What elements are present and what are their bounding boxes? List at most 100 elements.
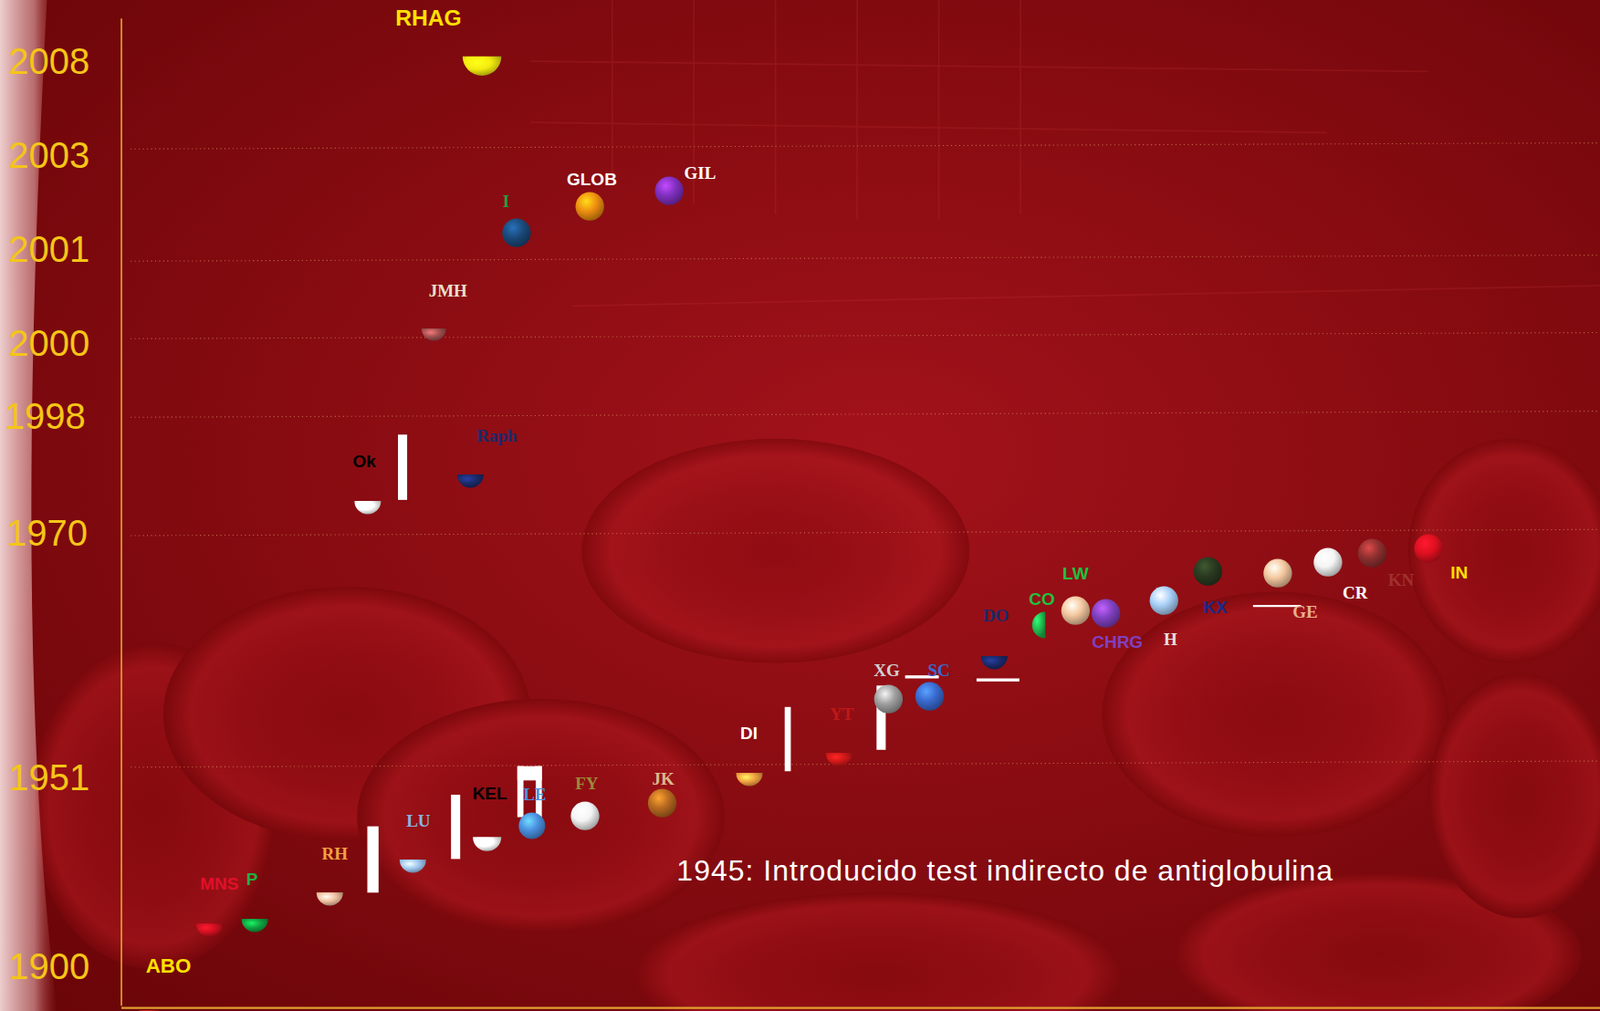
system-label: JMH (428, 281, 468, 301)
period-bars (366, 434, 1301, 893)
system-ball (196, 909, 223, 937)
ball-shape (518, 813, 545, 840)
blood-group-system: XG (873, 660, 900, 680)
blood-group-system: Raph (476, 427, 517, 447)
system-ball (575, 191, 605, 220)
system-label: CHRG (1091, 633, 1143, 653)
system-label: KEL (472, 784, 508, 804)
blood-group-system: MNS (199, 875, 239, 895)
blood-group-system: GE (1292, 602, 1318, 622)
system-label: KN (1388, 571, 1415, 591)
system-label: GE (1292, 602, 1318, 622)
ball-shape (1263, 559, 1292, 588)
system-ball (915, 682, 944, 712)
system-label: FY (575, 773, 598, 794)
blood-group-system: GIL (684, 164, 717, 184)
ball-shape (1031, 612, 1046, 639)
year-label: 1998 (4, 397, 86, 435)
blood-group-system: IN (1450, 564, 1468, 584)
ball-shape (316, 892, 344, 907)
system-label: Ok (352, 452, 376, 472)
ball-shape (241, 919, 269, 933)
system-label: I (502, 192, 510, 212)
time-axis (120, 18, 123, 1006)
year-label: 1951 (8, 759, 90, 796)
system-ball (655, 176, 684, 205)
caption-note: 1945: Introducido test indirecto de anti… (676, 853, 1334, 888)
system-ball (1150, 586, 1179, 616)
system-ball (1091, 598, 1120, 628)
system-label: LE (522, 784, 546, 805)
ball-shape (1313, 547, 1342, 576)
ball-shape (570, 802, 599, 831)
system-ball (570, 802, 599, 831)
ball-shape (354, 501, 381, 515)
system-ball (457, 460, 484, 488)
ball-shape (1358, 538, 1387, 567)
system-ball (316, 879, 344, 907)
ball-shape (980, 656, 1007, 670)
blood-group-system: H (1163, 630, 1178, 650)
ball-shape (1193, 556, 1223, 586)
system-ball (1031, 612, 1058, 639)
system-label: CR (1342, 583, 1368, 603)
year-label: 2003 (8, 136, 90, 174)
ball-shape (461, 55, 501, 75)
system-ball (501, 218, 531, 247)
blood-group-system: DI (740, 723, 758, 743)
system-ball (735, 760, 763, 787)
ball-shape (138, 1010, 159, 1011)
system-ball (980, 642, 1007, 670)
background-structure (530, 0, 1600, 306)
system-ball (1061, 596, 1090, 626)
blood-group-system: LE (522, 784, 546, 805)
system-label: ABO (146, 954, 192, 978)
system-label: GLOB (566, 169, 617, 189)
blood-group-system: ABO (146, 954, 192, 978)
base-line (121, 1006, 1600, 1009)
system-ball (1263, 559, 1292, 588)
year-label: 2001 (8, 230, 90, 268)
system-ball (1313, 547, 1342, 576)
ball-shape (196, 923, 223, 938)
system-label: YT (829, 704, 854, 724)
system-ball (518, 813, 545, 840)
system-ball (241, 906, 269, 933)
ball-shape (1414, 534, 1444, 564)
ball-shape (915, 682, 944, 712)
blood-group-system: CR (1342, 583, 1368, 603)
blood-group-system: DO (983, 606, 1010, 627)
blood-group-system: KX (1202, 598, 1227, 618)
system-ball (421, 316, 447, 342)
system-label: Raph (476, 427, 517, 447)
grid-lines (130, 143, 1600, 768)
system-label: XG (873, 660, 900, 680)
blood-group-system: JK (652, 770, 675, 790)
ball-shape (825, 752, 852, 767)
system-ball (648, 788, 677, 817)
blood-group-system: LW (1062, 564, 1089, 585)
system-label: RH (321, 844, 348, 864)
ball-shape (1061, 596, 1090, 626)
blood-group-system: RHAG (395, 6, 461, 32)
blood-group-system: CO (1028, 590, 1056, 610)
blood-group-system: FY (575, 773, 598, 794)
ball-shape (421, 328, 447, 341)
year-label: 1970 (6, 514, 88, 552)
system-label: SC (927, 660, 950, 680)
ball-shape (735, 773, 763, 787)
ball-shape (575, 191, 605, 220)
blood-group-system: KEL (472, 784, 508, 804)
blood-group-system: LU (406, 812, 430, 832)
system-label: KX (1202, 598, 1227, 618)
blood-group-system: RH (321, 844, 348, 864)
system-label: LU (406, 812, 430, 832)
blood-group-system: GLOB (566, 169, 617, 189)
system-label: DI (740, 723, 758, 743)
ball-shape (399, 859, 427, 874)
system-ball (354, 487, 381, 514)
system-label: IN (1450, 564, 1468, 584)
ball-shape (501, 218, 531, 247)
